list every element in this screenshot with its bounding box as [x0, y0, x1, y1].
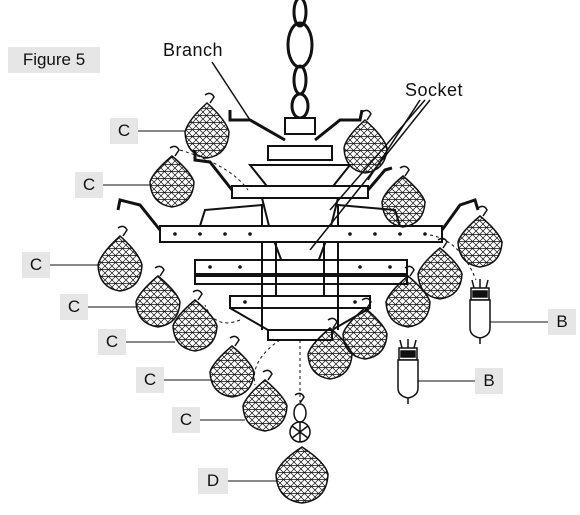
label-c-2: C	[75, 172, 103, 198]
crystal-drops	[97, 92, 503, 504]
crystal-right-4	[417, 237, 463, 300]
crystal-c-4	[135, 265, 181, 328]
branch-pointer	[211, 61, 251, 121]
label-c-5: C	[98, 329, 126, 355]
figure-label: Figure 5	[8, 47, 100, 73]
label-c-7: C	[172, 407, 200, 433]
label-b-1: B	[548, 309, 576, 335]
bulb-2	[397, 339, 419, 404]
crystal-right-6	[342, 297, 388, 360]
crystal-c-2	[149, 145, 195, 208]
crystal-right-5	[385, 265, 431, 328]
crystal-right-2	[381, 165, 426, 228]
crystal-right-7	[307, 317, 353, 380]
bulbs	[397, 279, 491, 404]
crystal-c-5	[172, 289, 218, 352]
crystal-c-7	[242, 369, 288, 432]
crystal-d	[275, 392, 329, 504]
label-d: D	[198, 468, 228, 494]
ring-dots	[173, 232, 427, 304]
branch-callout: Branch	[163, 40, 224, 60]
hanging-chain	[286, 0, 314, 120]
crystal-top-right	[343, 109, 388, 174]
label-c-3: C	[22, 252, 50, 278]
crystal-c-6	[209, 335, 255, 398]
label-c-6: C	[136, 367, 164, 393]
crystal-c-3	[97, 225, 143, 292]
socket-callout: Socket	[405, 80, 464, 100]
crystal-c-1	[184, 92, 230, 159]
label-c-4: C	[60, 294, 88, 320]
label-c-1: C	[110, 118, 138, 144]
label-b-2: B	[475, 368, 503, 394]
bulb-1	[469, 279, 491, 344]
crystal-right-3	[457, 205, 503, 268]
branches	[116, 109, 480, 231]
leader-lines	[50, 130, 548, 482]
